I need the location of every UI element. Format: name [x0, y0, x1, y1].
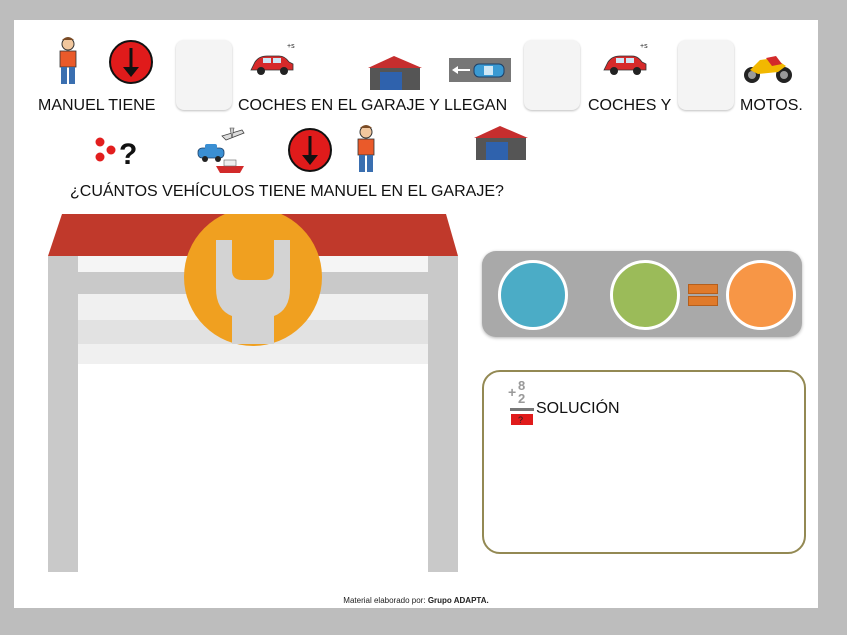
- word-manuel-tiene: MANUEL TIENE: [38, 97, 156, 114]
- blank-box-1[interactable]: [176, 40, 232, 110]
- blank-box-3[interactable]: [678, 40, 734, 110]
- orange-circle-slot[interactable]: [726, 260, 796, 330]
- svg-text:?: ?: [119, 138, 137, 170]
- red-car-icon: +s: [250, 43, 295, 75]
- operation-panel: [482, 251, 802, 337]
- blank-box-2[interactable]: [524, 40, 580, 110]
- green-circle-slot[interactable]: [610, 260, 680, 330]
- word-coches-en-el-garaje: COCHES EN EL GARAJE Y LLEGAN: [238, 97, 508, 114]
- word-coches-y: COCHES Y: [588, 97, 672, 114]
- word-motos: MOTOS.: [740, 97, 803, 114]
- equals-sign-top: [688, 284, 718, 294]
- question-text: ¿CUÁNTOS VEHÍCULOS TIENE MANUEL EN EL GA…: [70, 183, 504, 200]
- arrive-car-icon: [449, 58, 511, 82]
- footer-prefix: Material elaborado por:: [343, 596, 426, 605]
- worksheet-slide: +s +s MANUEL TIENE COCHES EN: [14, 20, 818, 608]
- svg-text:+: +: [508, 384, 516, 400]
- blue-circle-slot[interactable]: [498, 260, 568, 330]
- how-many-question-icon: ?: [95, 137, 137, 170]
- garage-icon-2: [474, 126, 528, 160]
- red-car-plural-icon: +s: [603, 43, 648, 75]
- solution-box[interactable]: 8 + 2 ? SOLUCIÓN: [482, 370, 806, 554]
- have-arrow-down-icon: [109, 40, 153, 84]
- vehicles-icon: [197, 127, 245, 173]
- garage-icon: [368, 56, 422, 90]
- footer-credit: Material elaborado por: Grupo ADAPTA.: [14, 596, 818, 605]
- svg-text:?: ?: [518, 415, 523, 425]
- svg-text:8: 8: [518, 378, 525, 393]
- svg-text:+s: +s: [287, 43, 295, 50]
- motorbike-icon: [744, 56, 792, 83]
- wrench-icon: [216, 240, 290, 344]
- boy-pictogram-icon-2: [357, 125, 375, 172]
- svg-text:2: 2: [518, 391, 525, 406]
- addition-sum-icon: 8 + 2 ?: [508, 378, 534, 425]
- have-arrow-down-icon-2: [288, 128, 332, 172]
- solution-label: SOLUCIÓN: [536, 400, 620, 417]
- boy-pictogram-icon: [59, 37, 77, 84]
- garage-illustration: [48, 214, 458, 572]
- footer-author: Grupo ADAPTA.: [427, 596, 489, 605]
- svg-text:+s: +s: [640, 43, 648, 50]
- equals-sign-bottom: [688, 296, 718, 306]
